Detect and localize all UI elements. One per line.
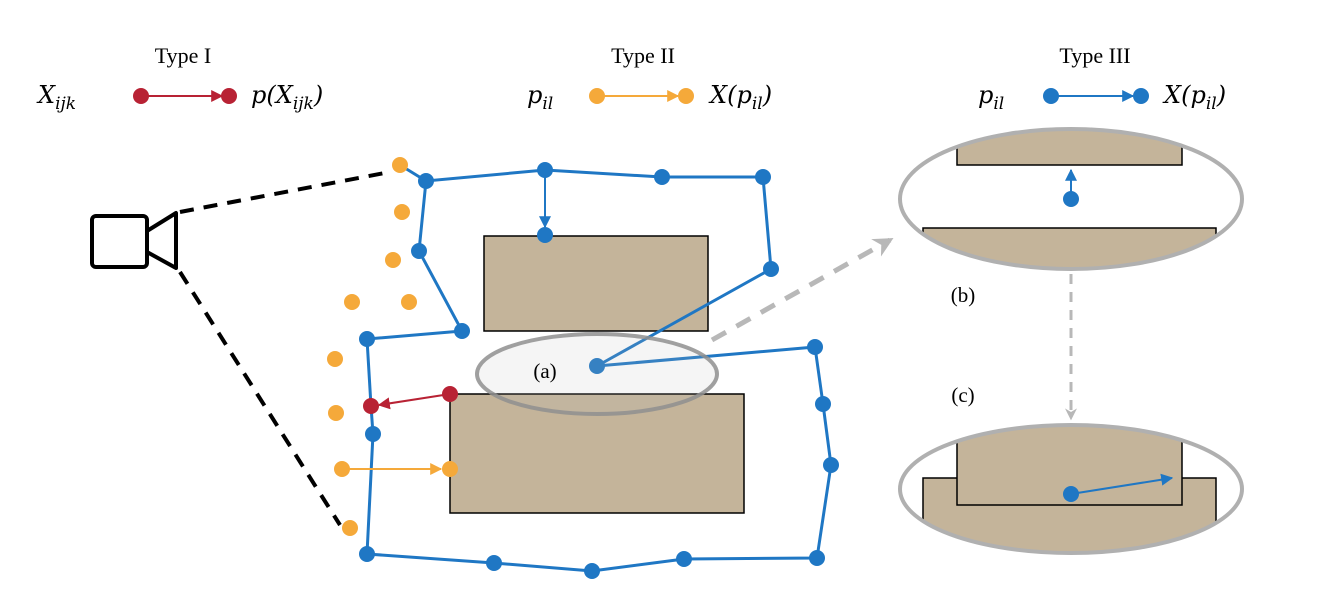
obstacle-upper bbox=[483, 235, 709, 332]
legend-type-2-to: X(pil) bbox=[708, 81, 772, 114]
trajectory-upper-left-path bbox=[417, 180, 464, 332]
detail-c-ellipse bbox=[898, 423, 1244, 555]
map-point-blue bbox=[589, 358, 605, 374]
map-point-orange-projected bbox=[442, 461, 458, 477]
type-1-arrow-main bbox=[377, 393, 451, 410]
map-point-blue bbox=[359, 331, 375, 347]
legend-type-2: Type II pil X(pil) bbox=[527, 43, 772, 114]
map-point-blue bbox=[654, 169, 670, 185]
map-point-orange bbox=[334, 461, 350, 477]
map-point-orange bbox=[394, 204, 410, 220]
legend-type-2-start-dot bbox=[589, 88, 605, 104]
legend-type-3: Type III pil X(pil) bbox=[978, 43, 1226, 114]
legend-type-1-title: Type I bbox=[155, 43, 212, 68]
blue-points bbox=[359, 162, 839, 579]
map-point-blue bbox=[359, 546, 375, 562]
map-point-blue bbox=[809, 550, 825, 566]
map-point-blue bbox=[365, 426, 381, 442]
map-point-orange bbox=[344, 294, 360, 310]
legend-type-1-to: p(Xijk) bbox=[251, 81, 323, 114]
legend-type-1-end-dot bbox=[221, 88, 237, 104]
map-point-blue bbox=[584, 563, 600, 579]
zoom-arrow-a-to-b bbox=[710, 237, 894, 343]
label-a: (a) bbox=[533, 359, 556, 383]
map-point-blue bbox=[823, 457, 839, 473]
label-c: (c) bbox=[951, 383, 974, 407]
map-point-blue bbox=[486, 555, 502, 571]
legend-type-3-title: Type III bbox=[1059, 43, 1130, 68]
legend-type-3-end-dot bbox=[1133, 88, 1149, 104]
label-b: (b) bbox=[951, 283, 976, 307]
detail-b-obstacle-top bbox=[956, 129, 1183, 166]
camera-frustum-bottom bbox=[178, 270, 342, 527]
camera-icon bbox=[90, 211, 178, 270]
legend-type-3-from: pil bbox=[978, 81, 1004, 114]
detail-c-point bbox=[1063, 486, 1079, 502]
map-point-red-projected bbox=[363, 398, 379, 414]
map-point-blue bbox=[676, 551, 692, 567]
legend-type-3-to: X(pil) bbox=[1162, 81, 1226, 114]
map-point-blue bbox=[755, 169, 771, 185]
legend-type-1-from: Xijk bbox=[36, 81, 76, 114]
map-point-orange bbox=[401, 294, 417, 310]
map-point-orange bbox=[385, 252, 401, 268]
map-point-blue bbox=[807, 339, 823, 355]
map-point-orange bbox=[328, 405, 344, 421]
map-point-orange bbox=[342, 520, 358, 536]
legend-type-2-end-dot bbox=[678, 88, 694, 104]
detail-c-arrow bbox=[1070, 473, 1174, 495]
orange-points bbox=[327, 157, 417, 536]
legend-type-1: Type I Xijk p(Xijk) bbox=[36, 43, 323, 114]
camera-frustum-top bbox=[179, 170, 391, 214]
map-point-blue bbox=[537, 162, 553, 178]
legend-type-2-title: Type II bbox=[611, 43, 675, 68]
detail-b-ellipse bbox=[898, 127, 1244, 271]
map-point-orange bbox=[392, 157, 408, 173]
legend-type-2-from: pil bbox=[527, 81, 553, 114]
detail-b-point bbox=[1063, 191, 1079, 207]
map-point-blue bbox=[418, 173, 434, 189]
map-point-blue-projected bbox=[537, 227, 553, 243]
map-point-blue bbox=[454, 323, 470, 339]
map-point-blue bbox=[411, 243, 427, 259]
legend-type-3-start-dot bbox=[1043, 88, 1059, 104]
map-point-red bbox=[442, 386, 458, 402]
map-point-orange bbox=[327, 351, 343, 367]
map-point-blue bbox=[763, 261, 779, 277]
region-a-ellipse bbox=[475, 332, 719, 416]
legend-type-1-start-dot bbox=[133, 88, 149, 104]
map-point-blue bbox=[815, 396, 831, 412]
